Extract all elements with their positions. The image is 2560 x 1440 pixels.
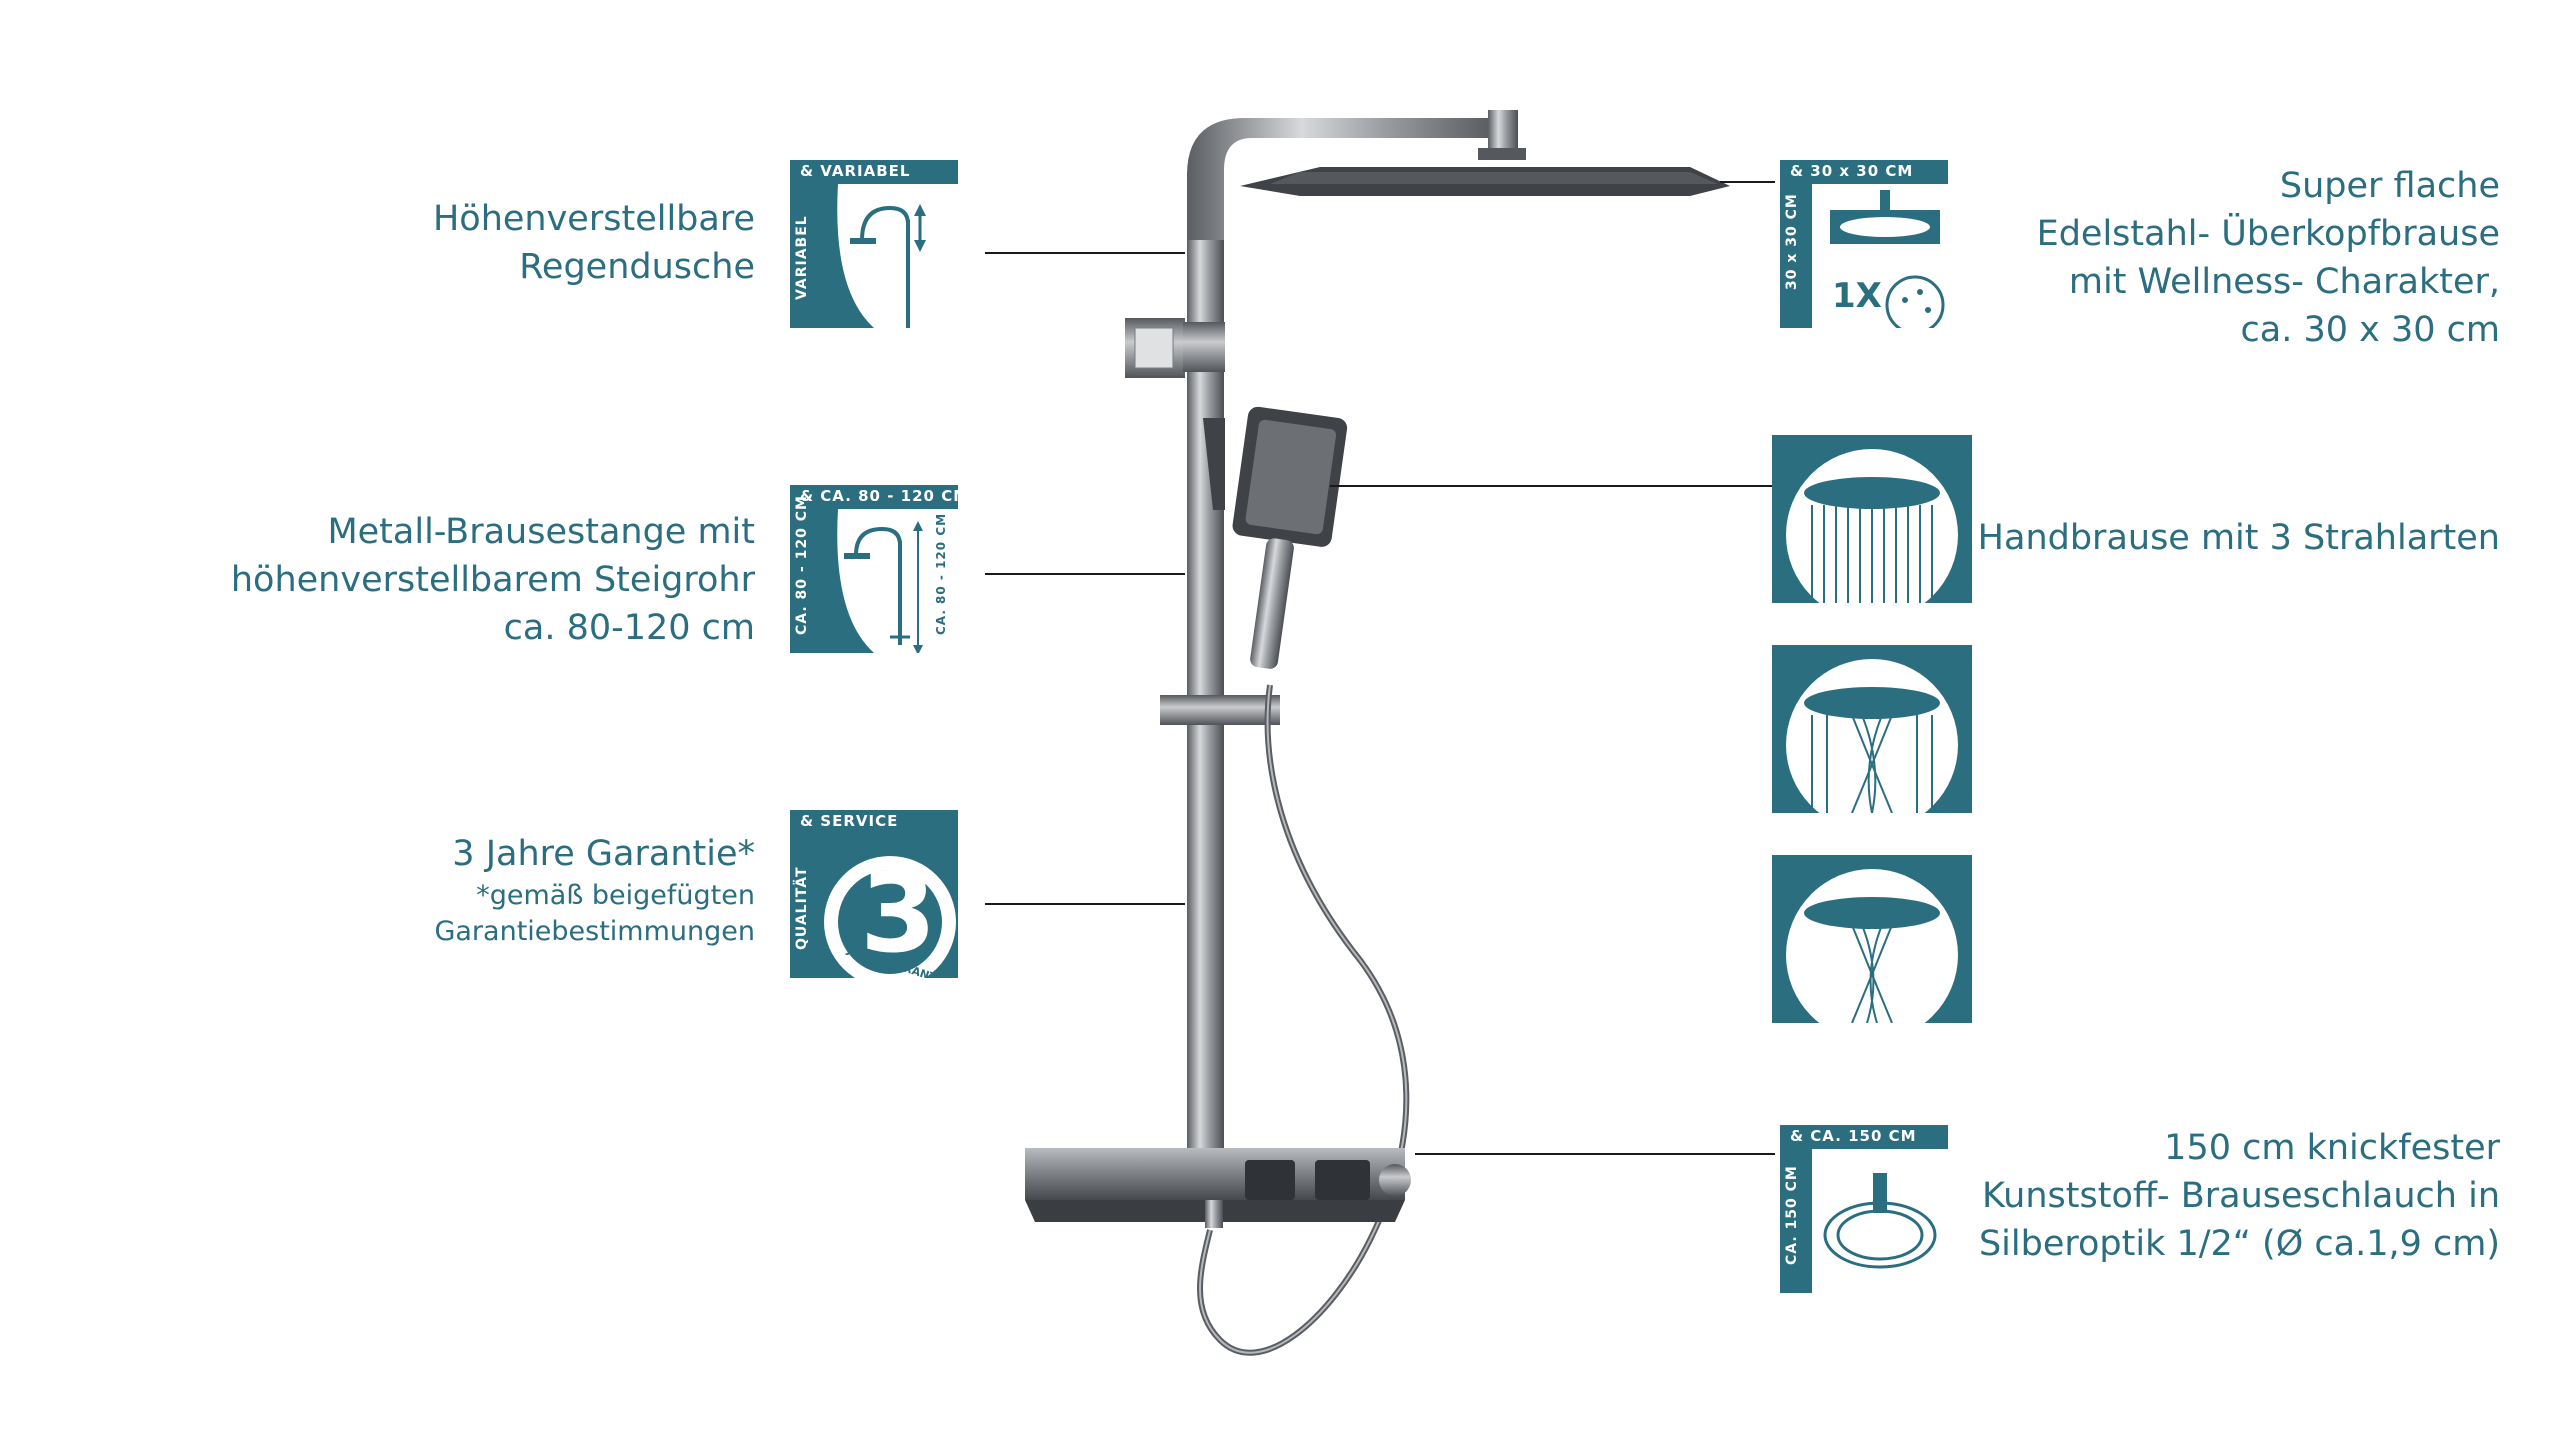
riser-pipe-icon <box>837 509 958 653</box>
shower-height-adjust-icon <box>837 184 958 328</box>
badge-height-range: & CA. 80 - 120 CM CA. 80 - 120 CM CA. 80… <box>790 485 958 653</box>
leader-line <box>1415 1153 1775 1155</box>
feature-label-riser: Metall-Brausestange mit höhenverstellbar… <box>230 512 755 648</box>
shower-hose-icon <box>1812 1149 1948 1293</box>
feature-label-hose: 150 cm knickfester Kunststoff- Brausesch… <box>1978 1128 2500 1264</box>
overhead-arm <box>1187 118 1515 240</box>
leader-line <box>985 573 1185 575</box>
badge-warranty: 3 & SERVICE QUALITÄT JAHRE GARANTIE* <box>790 810 958 978</box>
shower-hose <box>1197 684 1410 1356</box>
hand-shower <box>1232 406 1348 669</box>
spray-mode-rain <box>1772 435 1972 603</box>
spray-mode-mixed <box>1772 645 1972 813</box>
rain-spray-icon <box>1786 449 1958 603</box>
leader-line <box>985 252 1185 254</box>
leader-line <box>1330 485 1775 487</box>
badge-variabel: & VARIABEL VARIABEL <box>790 160 958 328</box>
overhead-shower-icon <box>1812 184 1948 328</box>
slider <box>1160 695 1280 725</box>
focused-spray-icon <box>1786 869 1958 1023</box>
feature-label-hand-shower: Handbrause mit 3 Strahlarten <box>1977 518 2500 558</box>
feature-label-rain-shower: Höhenverstellbare Regendusche <box>432 199 755 287</box>
warranty-seal-icon <box>824 856 956 978</box>
leader-line <box>985 903 1185 905</box>
feature-label-overhead-shower: Super flache Edelstahl- Überkopfbrause m… <box>2036 166 2500 350</box>
badge-head-shower: & 30 x 30 CM 30 x 30 CM 1X <box>1780 160 1948 328</box>
mixed-spray-icon <box>1786 659 1958 813</box>
leader-line <box>1720 181 1775 183</box>
spray-mode-focused <box>1772 855 1972 1023</box>
feature-label-warranty: 3 Jahre Garantie* *gemäß beigefügten Gar… <box>434 834 755 947</box>
badge-hose: & CA. 150 CM CA. 150 CM <box>1780 1125 1948 1293</box>
